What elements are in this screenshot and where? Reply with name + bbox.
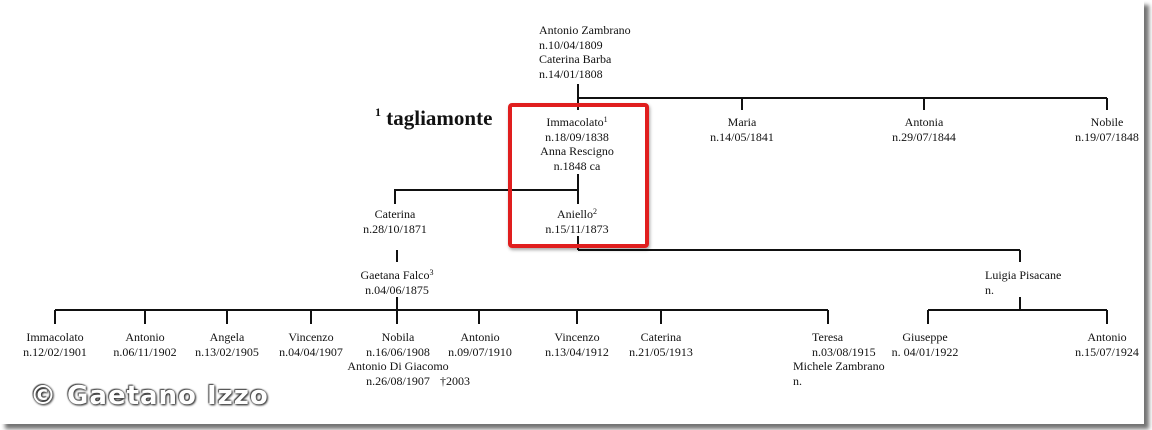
node-birth: n.14/05/1841 [710,129,774,144]
node-caterina-1871: Caterina n.28/10/1871 [363,207,427,236]
node-name: Vincenzo [288,330,334,344]
node-angela: Angela n.13/02/1905 [195,330,259,359]
node-name: Nobile [1090,115,1124,129]
node-immacolato: Immacolato1 n.18/09/1838 Anna Rescigno n… [540,115,614,173]
copyright-watermark: © Gaetano Izzo [30,381,269,411]
connector-aniello [396,236,1021,262]
connector-root [577,84,1108,110]
node-birth: n.15/11/1873 [545,221,609,236]
highlight-box [508,103,649,248]
node-name-text: Gaetana Falco [360,268,430,282]
node-name: Immacolato1 [540,115,614,130]
footnote-mark: 2 [592,207,597,216]
node-spouse-birth: n.1848 ca [553,158,601,173]
node-name: Nobila [381,330,415,344]
node-maria: Maria n.14/05/1841 [710,115,774,144]
node-nobila-death: †2003 [440,374,470,388]
node-name: Aniello2 [545,207,608,222]
node-birth: n.04/06/1875 [365,282,429,297]
node-birth: n.28/10/1871 [363,221,427,236]
node-birth: n.12/02/1901 [23,344,87,359]
node-name: Antonio [1087,330,1127,344]
node-name-text: Immacolato [546,115,604,129]
node-spouse: Anna Rescigno [540,144,614,158]
node-name: Antonio [125,330,165,344]
node-antonio-1910: Antonio n.09/07/1910 [448,330,512,359]
node-antonio-zambrano-root: Antonio Zambrano n.10/04/1809 Caterina B… [539,23,631,81]
node-name: Maria [727,115,757,129]
node-spouse: Michele Zambrano [793,359,885,373]
node-birth: n.29/07/1844 [892,129,956,144]
node-spouse: Caterina Barba [539,52,612,66]
node-spouse: Antonio Di Giacomo [347,359,449,373]
node-birth: n.10/04/1809 [539,37,603,52]
node-vincenzo-1912: Vincenzo n.13/04/1912 [545,330,609,359]
node-name: Luigia Pisacane [985,268,1062,282]
node-birth: n.21/05/1913 [629,344,693,359]
node-nobila: Nobila n.16/06/1908 Antonio Di Giacomo n… [347,330,448,388]
node-antonio-1902: Antonio n.06/11/1902 [113,330,176,359]
node-aniello: Aniello2 n.15/11/1873 [545,207,608,236]
node-birth: n.04/04/1907 [279,344,343,359]
node-name: Immacolato [26,330,84,344]
node-name: Antonio [460,330,500,344]
heading-word: tagliamonte [386,106,493,130]
tree-heading: 1 tagliamonte [375,106,492,131]
node-gaetana-falco: Gaetana Falco3 n.04/06/1875 [361,268,434,297]
node-luigia-pisacane: Luigia Pisacane n. [985,268,1061,297]
node-vincenzo-1907: Vincenzo n.04/04/1907 [279,330,343,359]
node-birth: n.18/09/1838 [545,129,609,144]
node-birth: n.06/11/1902 [113,344,177,359]
node-birth: n. [985,282,994,297]
node-birth: n.19/07/1848 [1075,129,1139,144]
node-birth: n.15/07/1924 [1075,344,1139,359]
node-birth: n.13/04/1912 [545,344,609,359]
node-name: Caterina [640,330,682,344]
heading-number: 1 [375,105,381,119]
node-name: Vincenzo [554,330,600,344]
node-name: Antonia [904,115,944,129]
connector-gaetana [54,297,829,324]
node-birth: n. 04/01/1922 [891,344,959,359]
node-name: Angela [209,330,245,344]
node-birth: n.09/07/1910 [448,344,512,359]
node-name: Antonio Zambrano [539,23,631,37]
node-name: Giuseppe [902,330,948,344]
node-birth: n.16/06/1908 [366,344,430,359]
family-tree-frame: 1 tagliamonte Antonio Zambrano n.10/04/1… [23,23,1139,411]
node-teresa: Teresa n.03/08/1915 Michele Zambrano n. [793,330,885,388]
node-name: Teresa [812,330,844,344]
node-name-text: Aniello [556,207,593,221]
connector-luigia [927,297,1108,324]
footnote-mark: 1 [603,115,608,124]
connector-immacolato [394,174,579,204]
footnote-mark: 3 [429,268,434,277]
node-spouse-birth: n. [793,373,802,388]
node-antonia: Antonia n.29/07/1844 [892,115,956,144]
node-name: Gaetana Falco3 [361,268,434,283]
node-birth: n.13/02/1905 [195,344,259,359]
node-birth: n.03/08/1915 [812,344,876,359]
node-giuseppe: Giuseppe n. 04/01/1922 [892,330,959,359]
node-nobile: Nobile n.19/07/1848 [1075,115,1139,144]
node-spouse-birth: n.14/01/1808 [539,66,603,81]
node-immacolato-1901: Immacolato n.12/02/1901 [23,330,87,359]
node-spouse-birth: n.26/08/1907 [366,373,430,388]
node-caterina-1913: Caterina n.21/05/1913 [629,330,693,359]
node-antonio-1924: Antonio n.15/07/1924 [1075,330,1139,359]
node-name: Caterina [374,207,416,221]
